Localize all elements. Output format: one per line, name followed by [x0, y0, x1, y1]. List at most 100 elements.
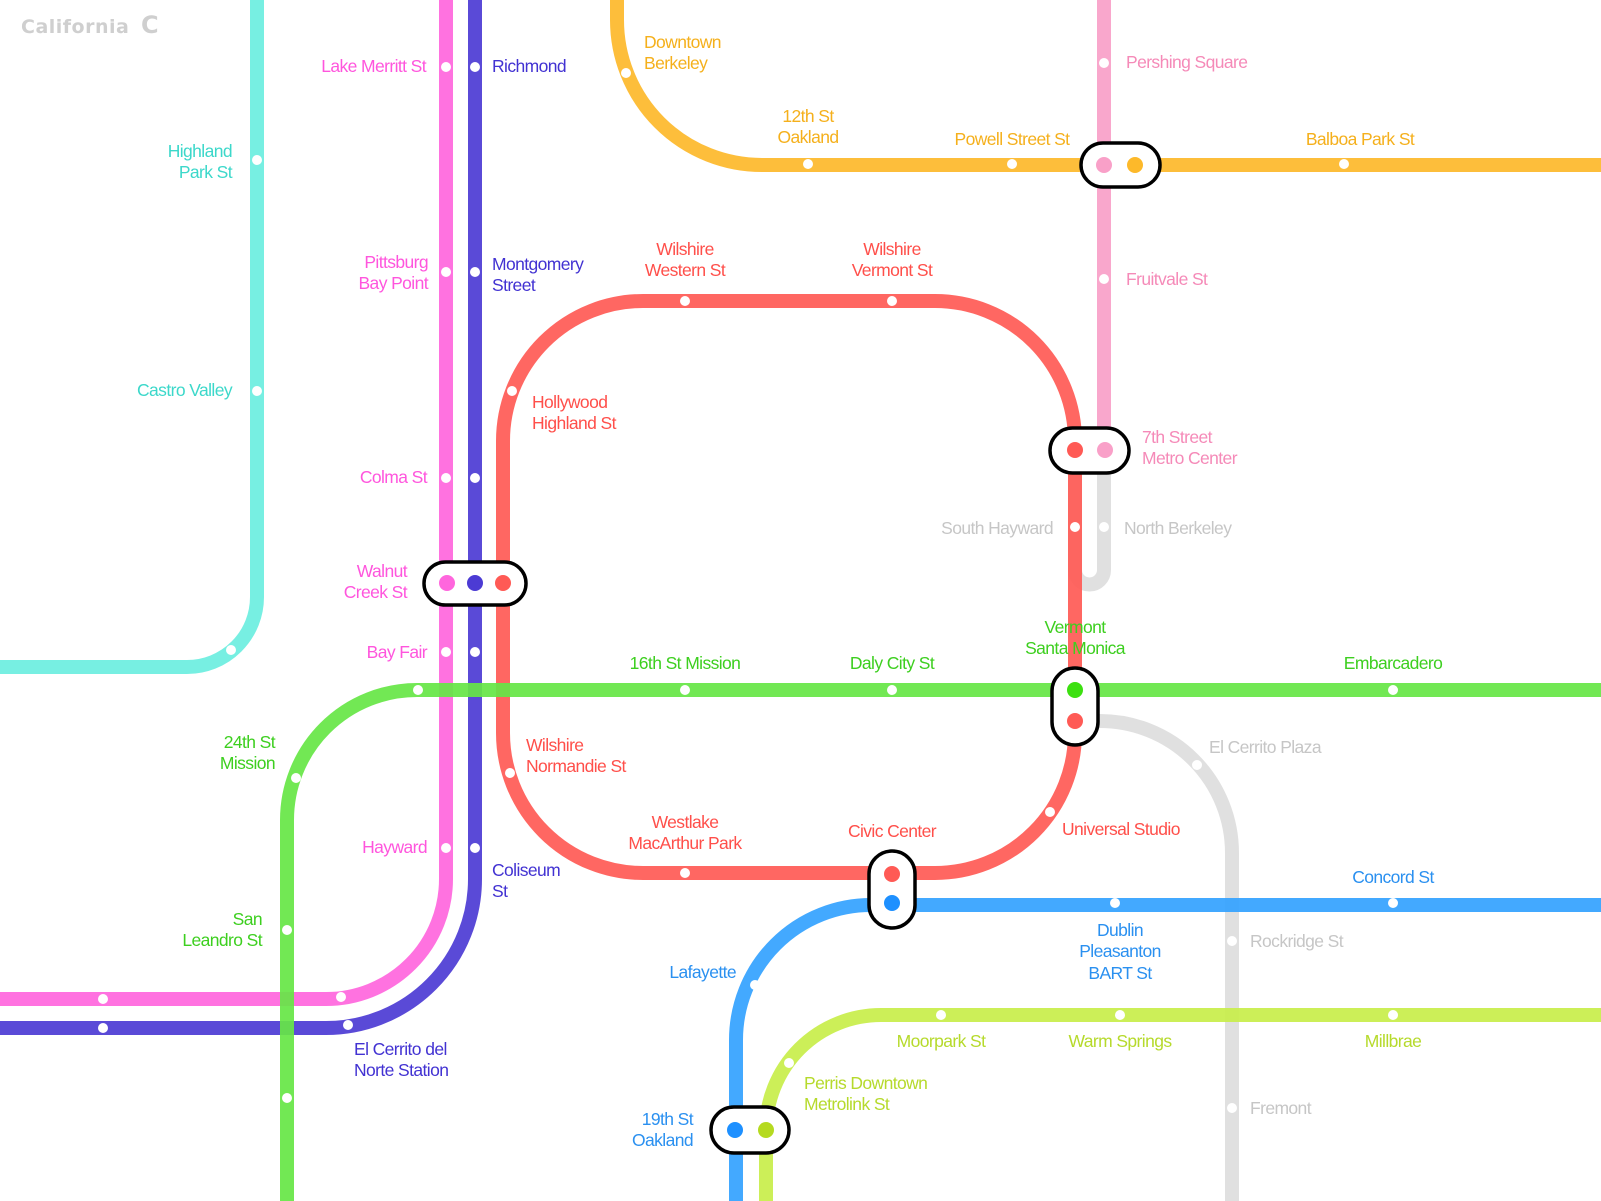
- station-label[interactable]: Bay Fair: [367, 642, 429, 662]
- station-dot[interactable]: [680, 685, 690, 695]
- station-label[interactable]: Perris Downtown: [804, 1073, 928, 1093]
- station-dot[interactable]: [252, 155, 262, 165]
- station-label[interactable]: Fremont: [1250, 1098, 1312, 1118]
- station-dot[interactable]: [680, 296, 690, 306]
- station-dot[interactable]: [507, 386, 517, 396]
- station-dot[interactable]: [1192, 760, 1202, 770]
- interchange-19th-st[interactable]: [709, 1105, 791, 1155]
- station-dot[interactable]: [291, 773, 301, 783]
- station-dot[interactable]: [1339, 159, 1349, 169]
- station-label[interactable]: Powell Street St: [955, 129, 1071, 149]
- station-dot[interactable]: [680, 868, 690, 878]
- station-label[interactable]: 7th Street: [1142, 427, 1213, 447]
- station-label[interactable]: Fruitvale St: [1126, 269, 1209, 289]
- station-dot[interactable]: [441, 62, 451, 72]
- station-label[interactable]: Westlake: [652, 812, 719, 832]
- station-label[interactable]: 24th St: [224, 732, 277, 752]
- station-dot[interactable]: [1070, 522, 1080, 532]
- station-label[interactable]: Vermont St: [852, 260, 934, 280]
- station-dot[interactable]: [750, 980, 760, 990]
- station-label[interactable]: 19th St: [642, 1109, 695, 1129]
- station-label[interactable]: El Cerrito del: [354, 1039, 447, 1059]
- station-dot[interactable]: [441, 473, 451, 483]
- station-label[interactable]: South Hayward: [941, 518, 1053, 538]
- station-label[interactable]: Rockridge St: [1250, 931, 1344, 951]
- station-label[interactable]: Downtown: [644, 32, 722, 52]
- station-dot[interactable]: [282, 1093, 292, 1103]
- station-label[interactable]: Mission: [220, 753, 276, 773]
- station-label[interactable]: Millbrae: [1365, 1031, 1422, 1051]
- station-label[interactable]: 12th St: [782, 106, 835, 126]
- station-label[interactable]: Metrolink St: [804, 1094, 891, 1114]
- station-dot[interactable]: [887, 685, 897, 695]
- station-label[interactable]: Colma St: [360, 467, 429, 487]
- station-label[interactable]: Embarcadero: [1344, 653, 1443, 673]
- station-label[interactable]: Richmond: [492, 56, 567, 76]
- station-dot[interactable]: [1115, 1010, 1125, 1020]
- station-label[interactable]: Highland: [168, 141, 233, 161]
- station-label[interactable]: Universal Studio: [1062, 819, 1180, 839]
- station-label[interactable]: Lafayette: [669, 962, 736, 982]
- station-label[interactable]: North Berkeley: [1124, 518, 1233, 538]
- station-label[interactable]: Hollywood: [532, 392, 608, 412]
- station-dot[interactable]: [1099, 274, 1109, 284]
- station-label[interactable]: Oakland: [778, 127, 840, 147]
- station-dot[interactable]: [282, 925, 292, 935]
- station-dot[interactable]: [1110, 898, 1120, 908]
- station-dot[interactable]: [1099, 58, 1109, 68]
- station-dot[interactable]: [470, 647, 480, 657]
- station-label[interactable]: Vermont: [1045, 617, 1107, 637]
- station-label[interactable]: Oakland: [632, 1130, 694, 1150]
- station-dot[interactable]: [441, 843, 451, 853]
- interchange-vermont-santa-monica[interactable]: [1050, 666, 1100, 747]
- station-label[interactable]: Creek St: [344, 582, 409, 602]
- station-dot[interactable]: [1227, 936, 1237, 946]
- station-dot[interactable]: [1388, 685, 1398, 695]
- station-label[interactable]: Leandro St: [182, 930, 263, 950]
- station-label[interactable]: Montgomery: [492, 254, 585, 274]
- station-label[interactable]: Pittsburg: [364, 252, 428, 272]
- station-label[interactable]: MacArthur Park: [628, 833, 743, 853]
- station-dot[interactable]: [784, 1058, 794, 1068]
- interchange-walnut-creek[interactable]: [422, 560, 528, 607]
- station-label[interactable]: Hayward: [362, 837, 427, 857]
- station-dot[interactable]: [887, 296, 897, 306]
- station-label[interactable]: Daly City St: [850, 653, 936, 673]
- station-label[interactable]: Normandie St: [526, 756, 627, 776]
- station-dot[interactable]: [470, 473, 480, 483]
- station-label[interactable]: Pershing Square: [1126, 52, 1248, 72]
- interchange-powell[interactable]: [1079, 141, 1162, 189]
- station-label[interactable]: Western St: [645, 260, 727, 280]
- station-dot[interactable]: [1007, 159, 1017, 169]
- station-label[interactable]: Wilshire: [863, 239, 921, 259]
- station-label[interactable]: Coliseum: [492, 860, 561, 880]
- station-dot[interactable]: [441, 267, 451, 277]
- station-label[interactable]: Pleasanton: [1079, 941, 1161, 961]
- station-dot[interactable]: [336, 992, 346, 1002]
- station-label[interactable]: Concord St: [1352, 867, 1435, 887]
- station-label[interactable]: Park St: [179, 162, 234, 182]
- station-dot[interactable]: [936, 1010, 946, 1020]
- station-label[interactable]: 16th St Mission: [630, 653, 741, 673]
- station-dot[interactable]: [470, 843, 480, 853]
- station-label[interactable]: St: [492, 881, 509, 901]
- station-label[interactable]: Norte Station: [354, 1060, 449, 1080]
- station-dot[interactable]: [621, 68, 631, 78]
- station-dot[interactable]: [1099, 522, 1109, 532]
- station-label[interactable]: Dublin: [1097, 920, 1144, 940]
- station-label[interactable]: Street: [492, 275, 536, 295]
- station-dot[interactable]: [505, 768, 515, 778]
- station-label[interactable]: Civic Center: [848, 821, 937, 841]
- station-dot[interactable]: [803, 159, 813, 169]
- station-dot[interactable]: [252, 386, 262, 396]
- station-label[interactable]: Wilshire: [526, 735, 584, 755]
- station-label[interactable]: Wilshire: [656, 239, 714, 259]
- station-dot[interactable]: [413, 685, 423, 695]
- station-label[interactable]: San: [233, 909, 263, 929]
- station-label[interactable]: Walnut: [357, 561, 409, 581]
- station-dot[interactable]: [470, 62, 480, 72]
- station-dot[interactable]: [98, 994, 108, 1004]
- station-label[interactable]: Castro Valley: [137, 380, 233, 400]
- station-label[interactable]: Warm Springs: [1068, 1031, 1172, 1051]
- station-label[interactable]: Highland St: [532, 413, 617, 433]
